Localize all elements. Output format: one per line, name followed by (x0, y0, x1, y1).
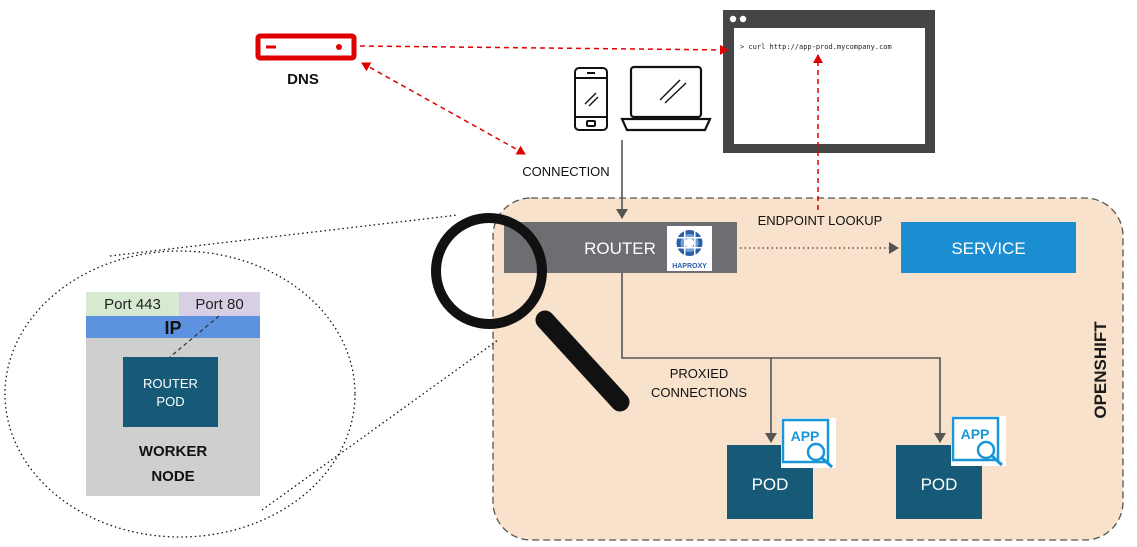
port-80-box (179, 292, 260, 316)
app-search-icon (951, 416, 1006, 467)
router-pod-line1: ROUTER (143, 376, 198, 391)
laptop-icon (620, 65, 712, 132)
zoom-connector-bottom (261, 339, 499, 511)
connection-label: CONNECTION (522, 164, 609, 179)
pod-label-2: POD (921, 475, 958, 494)
app-badge-1: APP (791, 428, 820, 444)
zoom-connector-top (109, 214, 459, 257)
dns-to-browser-arrow (359, 44, 729, 55)
magnifier-icon (431, 213, 630, 412)
curl-command: > curl http://app-prod.mycompany.com (740, 43, 892, 51)
app-badge-2: APP (961, 426, 990, 442)
dns-label: DNS (287, 71, 319, 88)
service-box (901, 222, 1076, 273)
proxied-connection-line-2 (771, 357, 946, 443)
proxied-label-line1: PROXIED (670, 366, 729, 381)
server-icon (255, 33, 357, 61)
ip-bar (86, 316, 260, 338)
port-to-pod-link (169, 315, 220, 358)
zoom-ellipse (4, 250, 356, 538)
phone-icon (574, 67, 608, 131)
worker-node-line1: WORKER (139, 443, 207, 460)
pod-label-1: POD (752, 475, 789, 494)
ip-label: IP (164, 318, 181, 338)
worker-node-line2: NODE (151, 468, 194, 485)
router-pod-box (123, 357, 218, 427)
haproxy-logo-text: HAPROXY (672, 263, 707, 270)
port-443-box (86, 292, 179, 316)
endpoint-lookup-label: ENDPOINT LOOKUP (758, 213, 883, 228)
port-443-label: Port 443 (104, 296, 161, 313)
proxied-label-line2: CONNECTIONS (651, 385, 747, 400)
port-80-label: Port 80 (195, 296, 243, 313)
app-search-icon (781, 418, 836, 469)
router-label: ROUTER (584, 239, 656, 258)
proxied-connection-line-1 (621, 273, 777, 443)
browser-window (723, 10, 935, 153)
openshift-label: OPENSHIFT (1091, 321, 1110, 419)
browser-dot-1 (729, 15, 737, 23)
dns-connection-arrow (361, 62, 526, 155)
browser-dot-2 (739, 15, 747, 23)
service-label: SERVICE (951, 239, 1025, 258)
router-pod-line2: POD (156, 394, 184, 409)
haproxy-logo-icon (667, 226, 712, 271)
